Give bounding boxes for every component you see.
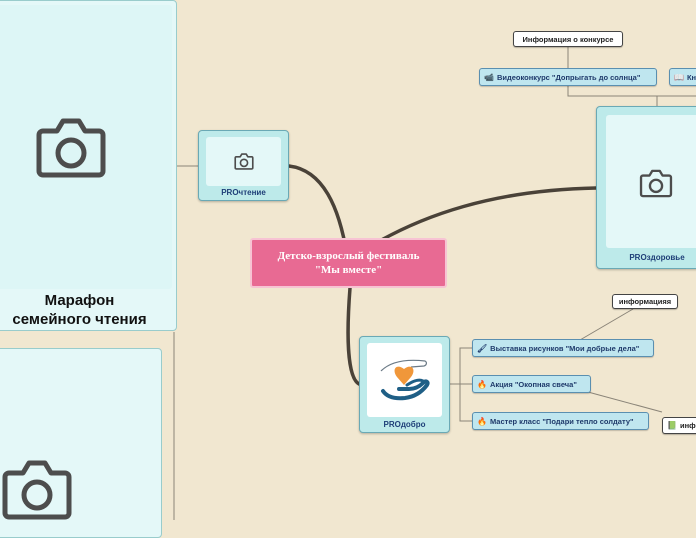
marathon-card[interactable]: Марафон семейного чтения xyxy=(0,0,177,331)
marathon-title-line1: Марафон xyxy=(44,292,115,309)
pro-health-image xyxy=(606,115,696,248)
contest-info-note[interactable]: Информация о конкурсе xyxy=(513,31,623,47)
pro-health-node[interactable]: PROздоровье xyxy=(596,106,696,269)
info-partial-note[interactable]: 📗 инф xyxy=(662,417,696,434)
pro-health-label: PROздоровье xyxy=(629,253,685,262)
paintbrush-icon: 🖌 xyxy=(477,343,488,353)
pro-kindness-image xyxy=(367,343,442,417)
pro-reading-image xyxy=(206,137,281,186)
kindness-item[interactable]: 🔥 Акция "Окопная свеча" xyxy=(472,375,591,393)
fire-icon: 🔥 xyxy=(477,416,487,426)
link-info-note xyxy=(579,308,634,341)
lower-image-card[interactable] xyxy=(0,348,162,538)
kindness-item[interactable]: 🖌 Выставка рисунков "Мои добрые дела" xyxy=(472,339,654,357)
info-note[interactable]: информацияя xyxy=(612,294,678,309)
partial-topic-chip[interactable]: 📖 Кн xyxy=(669,68,696,86)
camera-icon xyxy=(234,153,254,170)
kindness-item-label: Мастер класс "Подари тепло солдату" xyxy=(489,416,634,426)
video-contest-topic[interactable]: 📹 Видеоконкурс "Допрыгать до солнца" xyxy=(479,68,657,86)
link-info-partial xyxy=(587,391,663,413)
video-contest-label: Видеоконкурс "Допрыгать до солнца" xyxy=(496,72,641,82)
link-kind-1 xyxy=(450,347,472,385)
camera-icon xyxy=(2,460,72,520)
root-node[interactable]: Детско-взрослый фестиваль "Мы вместе" xyxy=(250,238,447,288)
marathon-title: Марафон семейного чтения xyxy=(0,291,178,329)
kindness-item-label: Акция "Окопная свеча" xyxy=(489,379,577,389)
partial-topic-label: Кн xyxy=(686,72,696,82)
root-title-line2: "Мы вместе" xyxy=(314,264,383,276)
hands-heart-icon xyxy=(380,359,430,401)
kindness-item[interactable]: 🔥 Мастер класс "Подари тепло солдату" xyxy=(472,412,649,430)
kindness-item-label: Выставка рисунков "Мои добрые дела" xyxy=(490,343,640,353)
link-kind-3 xyxy=(459,384,472,422)
pro-kindness-label: PROдобро xyxy=(383,420,426,429)
marathon-image-area xyxy=(0,5,172,289)
book-icon: 📖 xyxy=(674,72,684,82)
info-partial-label: инф xyxy=(679,421,696,430)
pro-reading-label: PROчтение xyxy=(221,188,266,197)
branch-kindness xyxy=(346,286,361,386)
pro-reading-node[interactable]: PROчтение xyxy=(198,130,289,201)
video-camera-icon: 📹 xyxy=(484,72,494,82)
pro-kindness-node[interactable]: PROдобро xyxy=(359,336,450,433)
fire-icon: 🔥 xyxy=(477,379,487,389)
green-book-icon: 📗 xyxy=(667,421,677,430)
camera-icon xyxy=(639,169,673,198)
marathon-title-line2: семейного чтения xyxy=(12,311,147,328)
root-title-line1: Детско-взрослый фестиваль xyxy=(277,250,420,262)
camera-icon xyxy=(36,118,106,178)
